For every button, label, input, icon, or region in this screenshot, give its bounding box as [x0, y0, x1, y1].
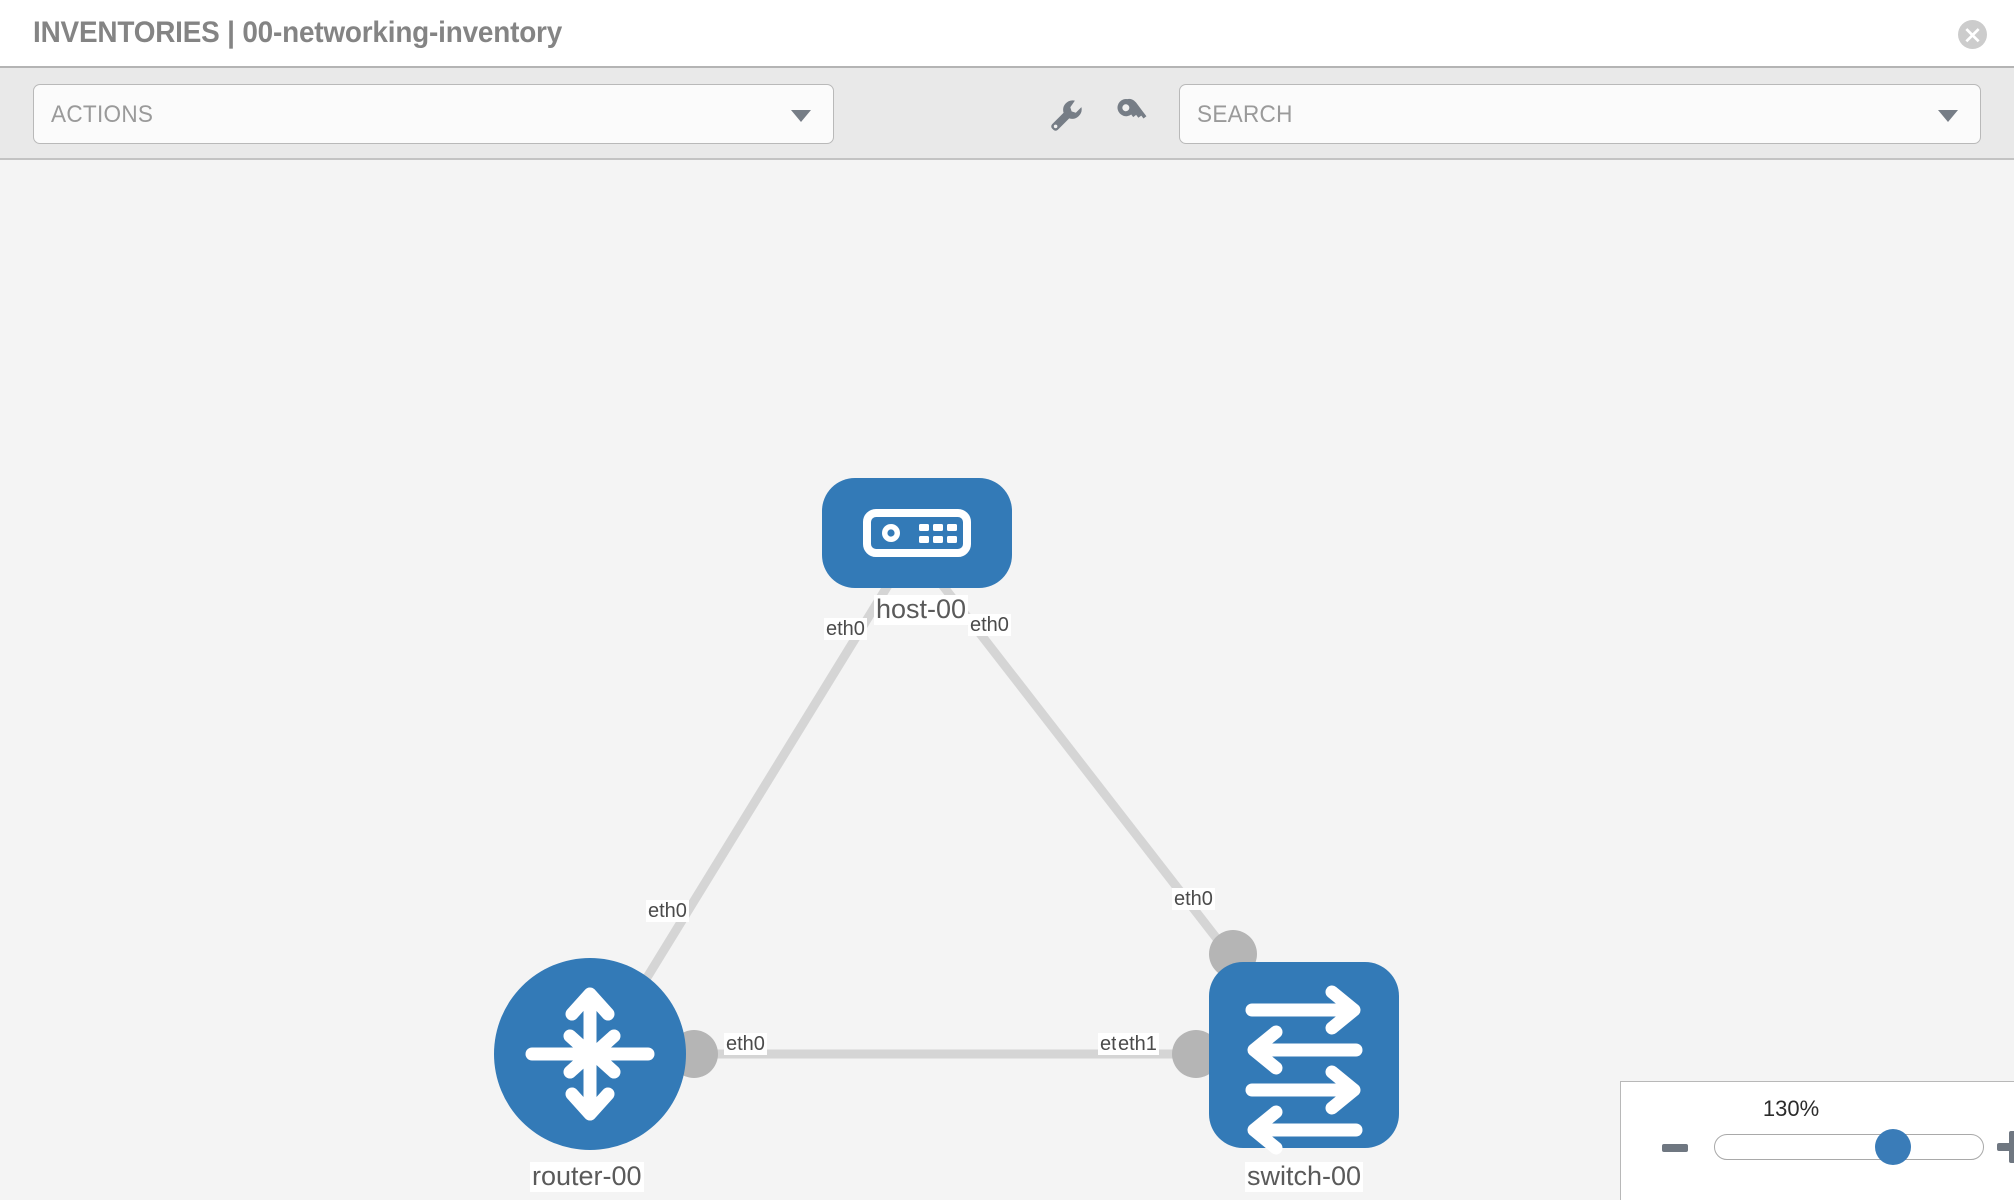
- node-label-router-00: router-00: [530, 1161, 644, 1192]
- zoom-in-button[interactable]: [1997, 1131, 2014, 1163]
- iface-label-host-left: eth0: [824, 618, 867, 640]
- iface-label-host-right: eth0: [968, 614, 1011, 636]
- topology-canvas[interactable]: host-00 router-00 switch-00 eth0 eth0 et…: [0, 162, 2014, 1200]
- switch-icon: [1245, 985, 1363, 1155]
- key-icon[interactable]: [1112, 96, 1148, 132]
- edge-router-host: [596, 579, 894, 1057]
- server-icon: [863, 509, 971, 557]
- search-input[interactable]: SEARCH: [1179, 84, 1981, 144]
- actions-dropdown-label: ACTIONS: [51, 101, 154, 128]
- router-icon: [525, 987, 655, 1121]
- node-switch-00: [1209, 962, 1399, 1155]
- zoom-out-button[interactable]: [1662, 1144, 1688, 1152]
- node-label-host-00: host-00: [874, 594, 969, 625]
- node-label-switch-00: switch-00: [1245, 1161, 1364, 1192]
- chevron-down-icon: [791, 110, 811, 122]
- node-host-00: [822, 478, 1012, 588]
- close-icon[interactable]: [1958, 20, 1987, 49]
- port-switch-left: [1172, 1030, 1220, 1078]
- zoom-slider-thumb[interactable]: [1875, 1129, 1911, 1165]
- actions-dropdown[interactable]: ACTIONS: [33, 84, 834, 144]
- page-header: INVENTORIES | 00-networking-inventory: [0, 0, 2014, 68]
- zoom-control-panel: 130%: [1620, 1081, 2014, 1200]
- iface-label-router-right: eth0: [724, 1033, 767, 1055]
- iface-label-router-upper: eth0: [646, 900, 689, 922]
- page-title: INVENTORIES | 00-networking-inventory: [33, 16, 563, 49]
- zoom-level-label: 130%: [1762, 1096, 1820, 1121]
- zoom-slider[interactable]: [1714, 1129, 1984, 1165]
- node-router-00: [494, 958, 686, 1150]
- chevron-down-icon: [1938, 110, 1958, 122]
- iface-label-switch-upper: eth0: [1172, 888, 1215, 910]
- iface-label-switch-left: eth1: [1116, 1033, 1159, 1055]
- wrench-icon[interactable]: [1047, 96, 1083, 132]
- search-placeholder: SEARCH: [1197, 101, 1293, 128]
- topology-graph: [494, 478, 1399, 1155]
